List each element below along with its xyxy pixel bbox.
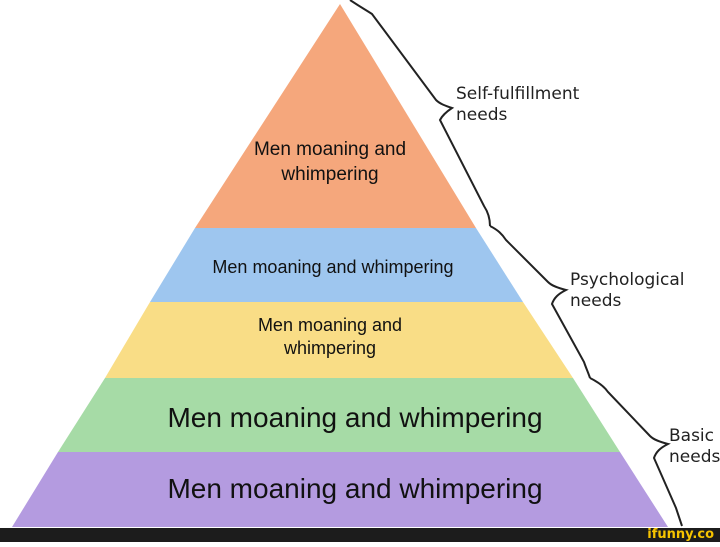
watermark-logo: ifunny.co	[647, 527, 714, 542]
tier-5-label: Men moaning and whimpering	[167, 473, 543, 504]
pyramid-tier-2	[150, 228, 523, 302]
tier-1-label: Men moaning and whimpering	[253, 139, 407, 185]
bracket-label-psychological: Psychological needs	[570, 270, 685, 312]
pyramid-tier-5-base	[12, 452, 668, 527]
footer-bar	[0, 528, 720, 542]
bracket-basic	[589, 377, 683, 527]
tier-2-label: Men moaning and whimpering	[212, 257, 454, 277]
tier-4-label: Men moaning and whimpering	[167, 402, 543, 433]
pyramid-tier-3	[105, 302, 573, 378]
bracket-self-fulfillment	[349, 0, 491, 227]
bracket-label-self-fulfillment: Self-fulfillment needs	[456, 84, 580, 126]
pyramid-tier-1-top	[195, 4, 476, 228]
tier-3-label: Men moaning and whimpering	[257, 315, 403, 359]
bracket-label-basic: Basic needs	[669, 426, 720, 468]
bracket-psychological	[489, 225, 591, 379]
pyramid-tier-4	[58, 378, 620, 452]
